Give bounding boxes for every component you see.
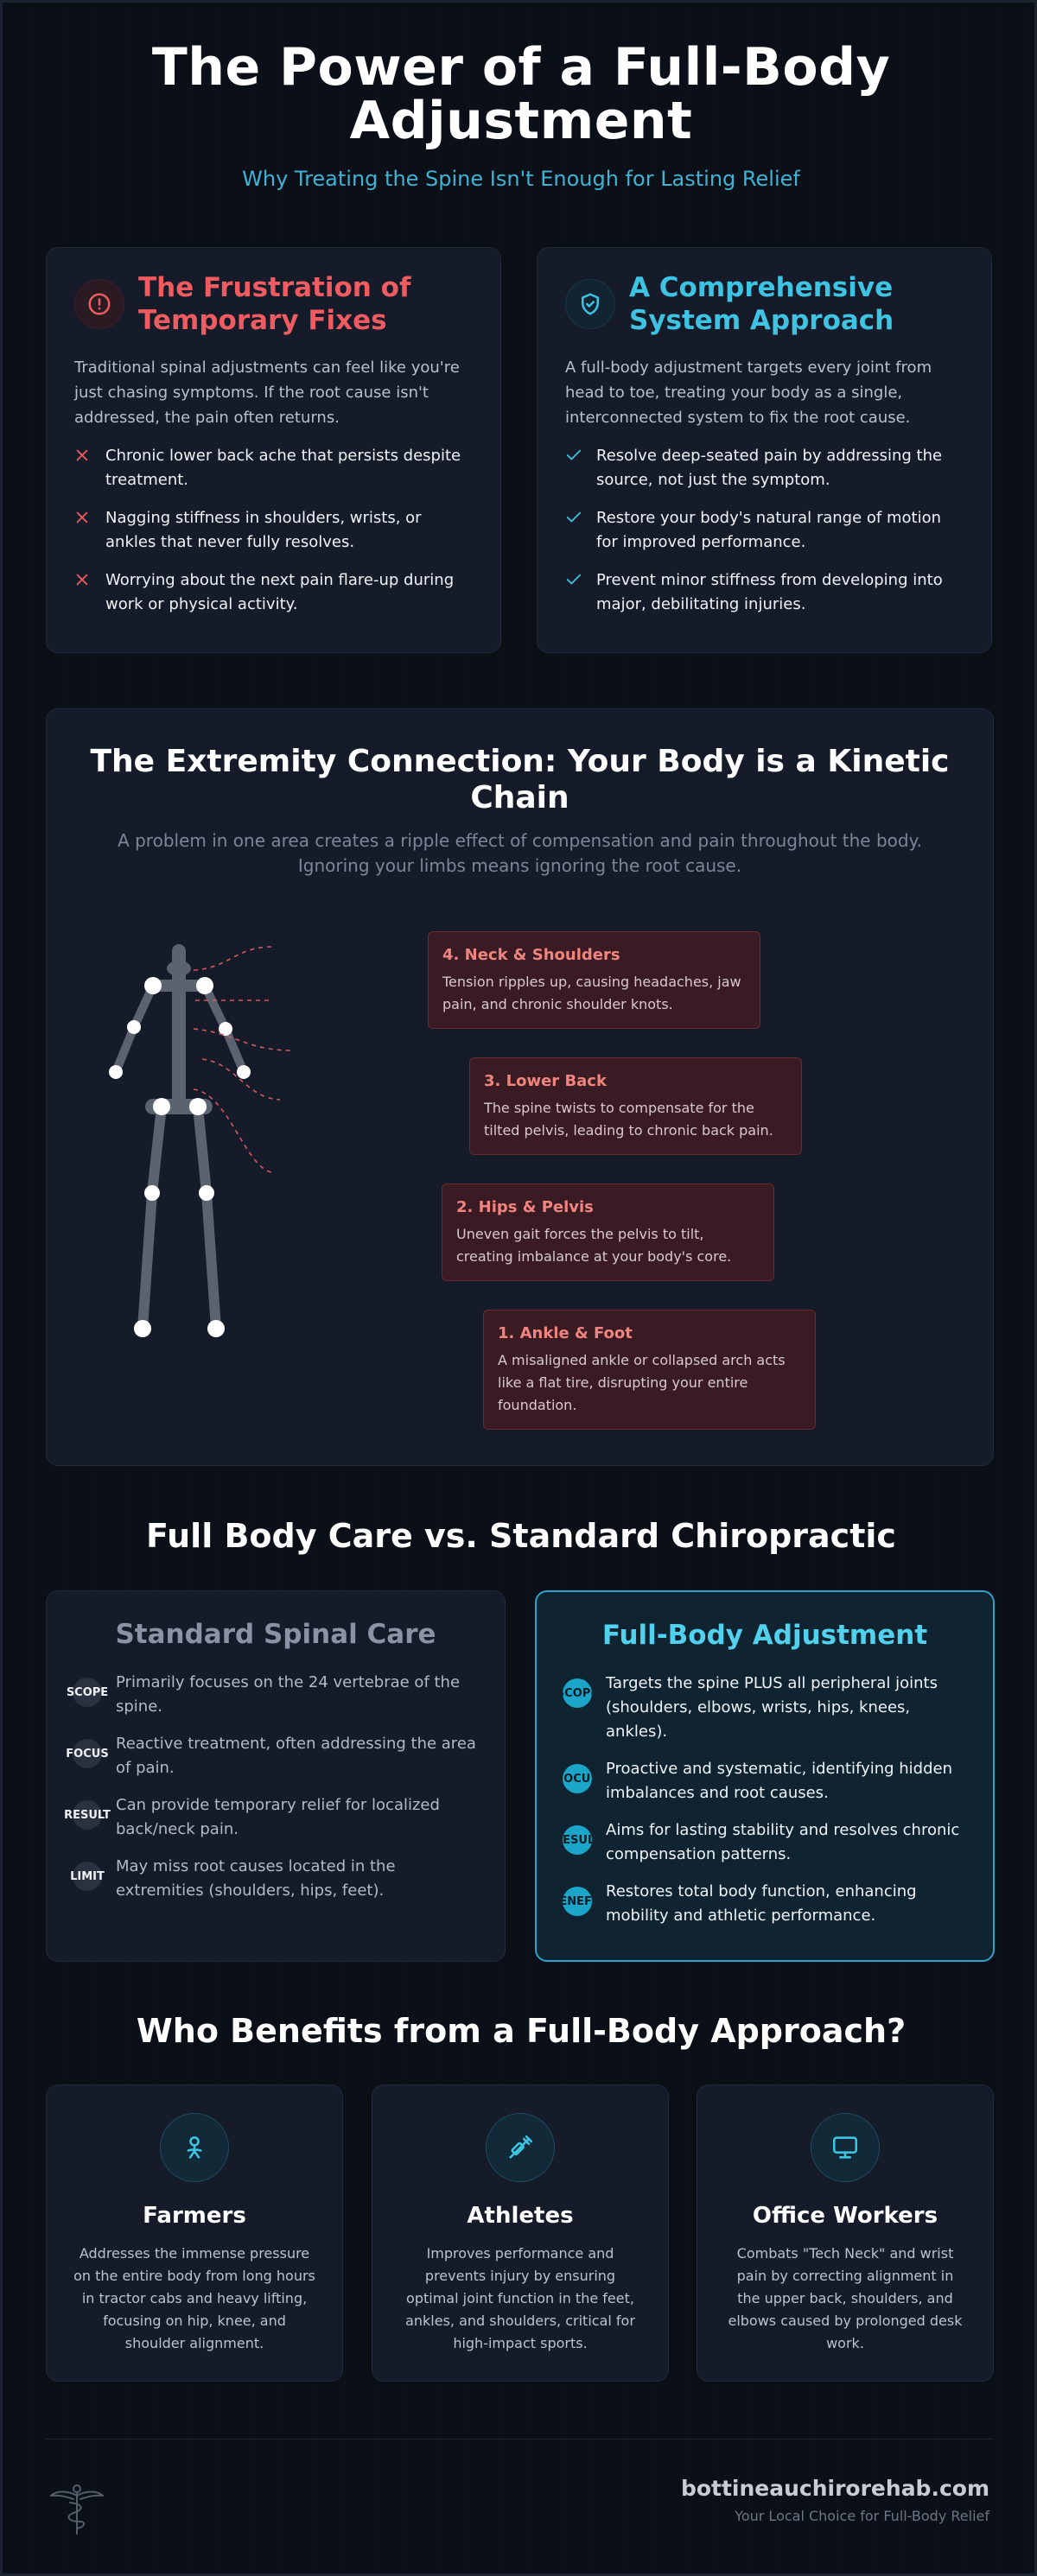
benefit-text: Addresses the immense pressure on the en… (73, 2245, 315, 2351)
footer-divider (46, 2439, 994, 2440)
full-body-title: Full-Body Adjustment (601, 1620, 928, 1651)
standard-care-title: Standard Spinal Care (115, 1619, 436, 1650)
comparison-title: Full Body Care vs. Standard Chiropractic (146, 1517, 896, 1555)
farmer-icon (160, 2113, 229, 2182)
benefit-card-athletes: Athletes Improves performance and preven… (372, 2084, 669, 2382)
check-mark-icon (565, 444, 584, 492)
alert-circle-icon (74, 279, 124, 329)
problem-card-intro: Traditional spinal adjustments can feel … (74, 358, 460, 427)
problem-card: The Frustration of Temporary Fixes Tradi… (46, 247, 501, 653)
result-badge: RESULT (563, 1825, 592, 1855)
x-mark-icon (74, 506, 93, 555)
comparison-row: FOCUS Reactive treatment, often addressi… (66, 1735, 476, 1777)
chain-step-neck-shoulders: 4. Neck & Shoulders Tension ripples up, … (428, 931, 760, 1029)
comparison-row: SCOPE Targets the spine PLUS all periphe… (563, 1672, 967, 1744)
benefit-text: Combats "Tech Neck" and wrist pain by co… (728, 2245, 963, 2351)
result-badge: RESULT (64, 1800, 111, 1830)
full-body-rows: SCOPE Targets the spine PLUS all periphe… (563, 1672, 967, 1928)
skeleton-figure (109, 944, 294, 1337)
limit-badge: LIMIT (70, 1862, 105, 1891)
hero-header: The Power of a Full-Body Adjustment Why … (3, 37, 1034, 191)
benefit-badge: BENEFIT (563, 1887, 592, 1916)
standard-care-card: Standard Spinal Care SCOPE Primarily foc… (46, 1590, 506, 1962)
benefit-card-office-workers: Office Workers Combats "Tech Neck" and w… (697, 2084, 994, 2382)
benefits-title: Who Benefits from a Full-Body Approach? (136, 2012, 907, 2050)
chain-step-ankle-foot: 1. Ankle & Foot A misaligned ankle or co… (483, 1310, 816, 1430)
focus-badge: FOCUS (563, 1764, 592, 1793)
comparison-row: LIMIT May miss root causes located in th… (70, 1857, 396, 1900)
benefit-card-farmers: Farmers Addresses the immense pressure o… (46, 2084, 343, 2382)
comparison-row: RESULT Can provide temporary relief for … (64, 1796, 440, 1838)
solution-list: Resolve deep-seated pain by addressing t… (565, 444, 964, 617)
problem-card-title: The Frustration of Temporary Fixes (138, 272, 411, 336)
solution-card-header: A Comprehensive System Approach (565, 272, 964, 336)
comparison-row: FOCUS Proactive and systematic, identify… (563, 1760, 953, 1802)
check-mark-icon (565, 506, 584, 555)
solution-card: A Comprehensive System Approach A full-b… (537, 247, 992, 653)
chain-step-lower-back: 3. Lower Back The spine twists to compen… (469, 1057, 802, 1155)
list-item: Prevent minor stiffness from developing … (565, 568, 964, 617)
list-item: Nagging stiffness in shoulders, wrists, … (74, 506, 473, 555)
kinetic-chain-section: The Extremity Connection: Your Body is a… (46, 708, 994, 1466)
caduceus-icon (48, 2482, 106, 2541)
page-title: The Power of a Full-Body Adjustment (151, 37, 891, 151)
kinetic-title: The Extremity Connection: Your Body is a… (90, 744, 950, 815)
site-url: bottineauchirorehab.com (680, 2476, 989, 2501)
chain-step-hips-pelvis: 2. Hips & Pelvis Uneven gait forces the … (442, 1183, 774, 1281)
comparison-row: RESULT Aims for lasting stability and re… (563, 1821, 960, 1863)
list-item: Restore your body's natural range of mot… (565, 506, 964, 555)
footer-site-info: bottineauchirorehab.com Your Local Choic… (681, 2476, 989, 2524)
problem-card-header: The Frustration of Temporary Fixes (74, 272, 473, 336)
scope-badge: SCOPE (563, 1678, 592, 1708)
x-mark-icon (74, 444, 93, 492)
benefit-text: Improves performance and prevents injury… (405, 2245, 635, 2351)
scope-badge: SCOPE (67, 1678, 108, 1707)
comparison-row: BENEFIT Restores total body function, en… (563, 1880, 967, 1928)
comparison-row: SCOPE Primarily focuses on the 24 verteb… (66, 1673, 461, 1716)
check-mark-icon (565, 568, 584, 617)
full-body-card: Full-Body Adjustment SCOPE Targets the s… (535, 1590, 995, 1962)
benefit-title: Athletes (467, 2203, 574, 2229)
site-tagline: Your Local Choice for Full-Body Relief (735, 2508, 989, 2524)
kinetic-subtitle: A problem in one area creates a ripple e… (118, 830, 922, 876)
x-mark-icon (74, 568, 93, 617)
list-item: Resolve deep-seated pain by addressing t… (565, 444, 964, 492)
monitor-icon (811, 2113, 880, 2182)
syringe-icon (486, 2113, 555, 2182)
list-item: Chronic lower back ache that persists de… (74, 444, 473, 492)
list-item: Worrying about the next pain flare-up du… (74, 568, 473, 617)
standard-care-rows: SCOPE Primarily focuses on the 24 verteb… (64, 1671, 479, 1903)
shield-check-icon (565, 279, 615, 329)
problem-list: Chronic lower back ache that persists de… (74, 444, 473, 617)
focus-badge: FOCUS (66, 1739, 109, 1768)
benefit-title: Office Workers (752, 2203, 938, 2229)
page-subtitle: Why Treating the Spine Isn't Enough for … (242, 167, 800, 191)
solution-card-intro: A full-body adjustment targets every joi… (565, 358, 932, 427)
benefit-title: Farmers (143, 2203, 246, 2229)
solution-card-title: A Comprehensive System Approach (629, 272, 894, 336)
